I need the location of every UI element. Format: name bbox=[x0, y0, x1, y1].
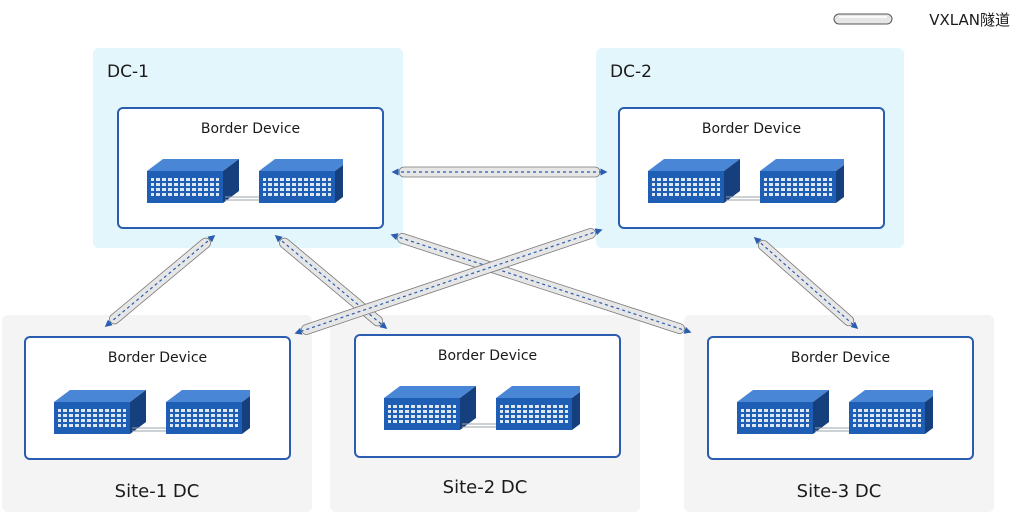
legend: VXLAN隧道 bbox=[833, 8, 1010, 30]
site3-border-device: Border Device bbox=[707, 336, 974, 460]
dc1-border-device: Border Device bbox=[117, 107, 384, 229]
site2-border-device: Border Device bbox=[354, 334, 621, 458]
dc2-border-device: Border Device bbox=[618, 107, 885, 229]
switch-pair-icon bbox=[143, 157, 343, 217]
vxlan-tunnel bbox=[104, 234, 216, 328]
switch-pair-icon bbox=[50, 388, 250, 448]
dc2-label: DC-2 bbox=[610, 62, 652, 82]
switch-pair-icon bbox=[644, 157, 844, 217]
switch-pair-icon bbox=[733, 388, 933, 448]
switch-pair-icon bbox=[380, 384, 580, 444]
dc1-label: DC-1 bbox=[107, 62, 149, 82]
tunnel-arrow bbox=[294, 228, 603, 335]
dc2-device-label: Border Device bbox=[701, 121, 802, 137]
tunnel-arrow bbox=[104, 234, 216, 328]
site1-device-label: Border Device bbox=[107, 350, 208, 366]
vxlan-tunnel bbox=[391, 166, 608, 178]
site3-label: Site-3 DC bbox=[796, 481, 882, 502]
site1-border-device: Border Device bbox=[24, 336, 291, 460]
vxlan-tunnel bbox=[294, 228, 603, 335]
tunnel-arrow bbox=[753, 236, 859, 330]
site2-device-label: Border Device bbox=[437, 348, 538, 364]
site3-device-label: Border Device bbox=[790, 350, 891, 366]
site1-label: Site-1 DC bbox=[114, 481, 200, 502]
site2-label: Site-2 DC bbox=[442, 477, 528, 498]
vxlan-tunnel bbox=[753, 236, 859, 330]
vxlan-tunnel-icon bbox=[833, 13, 893, 25]
legend-label: VXLAN隧道 bbox=[929, 10, 1010, 29]
dc1-device-label: Border Device bbox=[200, 121, 301, 137]
